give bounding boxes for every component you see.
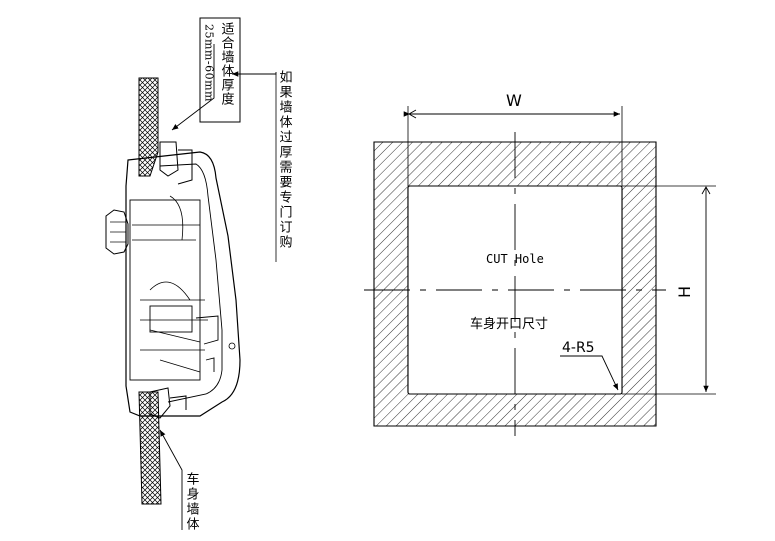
corner-radius-leader (560, 355, 619, 391)
custom-order-leader (232, 71, 277, 77)
fan-housing (125, 151, 241, 417)
screw-icon (228, 342, 236, 350)
body-wall-leader (159, 429, 183, 530)
custom-order-note: 如果墙体过厚需要专门订购 (277, 69, 293, 250)
corner-radius-label: 4-R5 (562, 340, 595, 356)
wall-thickness-box (199, 17, 241, 123)
motor-detail (132, 195, 208, 373)
wall-section-upper (138, 77, 159, 177)
motor-plate (149, 305, 193, 333)
body-wall-label: 车身墙体 (184, 471, 200, 532)
width-label: W (506, 91, 522, 110)
side-section-view: 适合墙体厚度 25mm-60mm 如果墙体过厚需要专门订购 车身墙体 (105, 17, 293, 532)
wall-thickness-range: 25mm-60mm (203, 24, 216, 102)
opening-size-label: 车身开口尺寸 (470, 316, 548, 332)
wall-thickness-label: 适合墙体厚度 (219, 22, 235, 106)
top-clamp (159, 141, 193, 185)
motor-body (129, 199, 201, 381)
cut-hole-label: CUT Hole (486, 252, 544, 266)
wall-thickness-leader (171, 44, 215, 131)
motor-bracket (195, 315, 219, 372)
fan-housing-inner (159, 163, 223, 403)
knob-icon (105, 209, 129, 255)
bottom-clamp (149, 387, 187, 419)
height-label: H (675, 286, 694, 298)
cut-hole-view: W H CUT Hole 车身开口尺寸 4-R5 (364, 91, 716, 436)
